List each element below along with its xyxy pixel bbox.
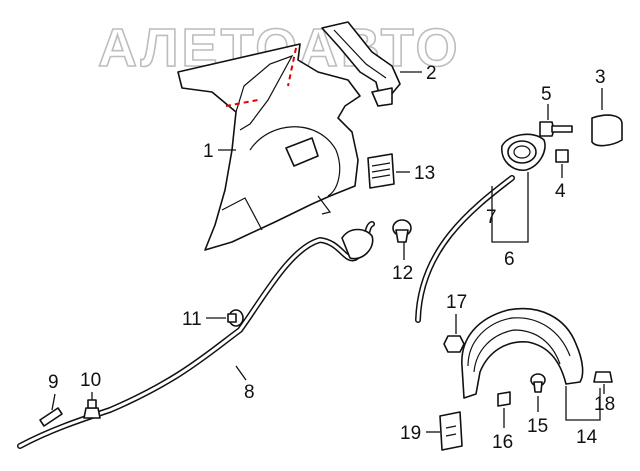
fuel-filler-housing xyxy=(501,133,546,171)
callout-7: 7 xyxy=(486,207,497,228)
callout-13: 13 xyxy=(414,163,435,184)
liner-clip xyxy=(530,373,546,393)
callout-4: 4 xyxy=(555,181,566,202)
liner-clip-2 xyxy=(593,371,613,383)
bolt xyxy=(539,121,573,137)
callout-6: 6 xyxy=(504,249,515,270)
callout-labels: 1 2 3 4 5 6 7 8 9 10 11 12 13 14 15 16 1… xyxy=(48,63,615,453)
push-clip xyxy=(392,219,412,243)
pillar-trim xyxy=(321,21,401,107)
retainer xyxy=(497,391,511,407)
tank-bracket xyxy=(439,411,463,451)
callout-9: 9 xyxy=(48,372,59,393)
callout-19: 19 xyxy=(400,423,421,444)
callout-3: 3 xyxy=(595,67,606,88)
leader-lines xyxy=(51,71,605,433)
callout-1: 1 xyxy=(203,141,214,162)
callout-12: 12 xyxy=(392,263,413,284)
hose-bracket xyxy=(39,407,63,427)
quarter-panel xyxy=(177,43,361,251)
cover-plate xyxy=(367,153,395,189)
grommet xyxy=(227,309,244,327)
callout-17: 17 xyxy=(446,292,467,313)
callout-15: 15 xyxy=(527,416,548,437)
callout-14: 14 xyxy=(576,427,598,448)
callout-11: 11 xyxy=(182,309,202,330)
nut xyxy=(443,335,465,353)
hose-clip xyxy=(83,399,101,419)
callout-16: 16 xyxy=(492,432,513,453)
fuel-hose xyxy=(17,221,375,449)
callout-8: 8 xyxy=(244,382,255,403)
callout-5: 5 xyxy=(541,84,552,105)
callout-10: 10 xyxy=(80,370,101,391)
drain-tube xyxy=(415,175,515,323)
fuel-door xyxy=(591,114,623,147)
callout-18: 18 xyxy=(594,394,615,415)
fuel-door-clip xyxy=(555,149,569,163)
callout-2: 2 xyxy=(426,63,437,84)
wheel-well-liner xyxy=(461,307,584,399)
